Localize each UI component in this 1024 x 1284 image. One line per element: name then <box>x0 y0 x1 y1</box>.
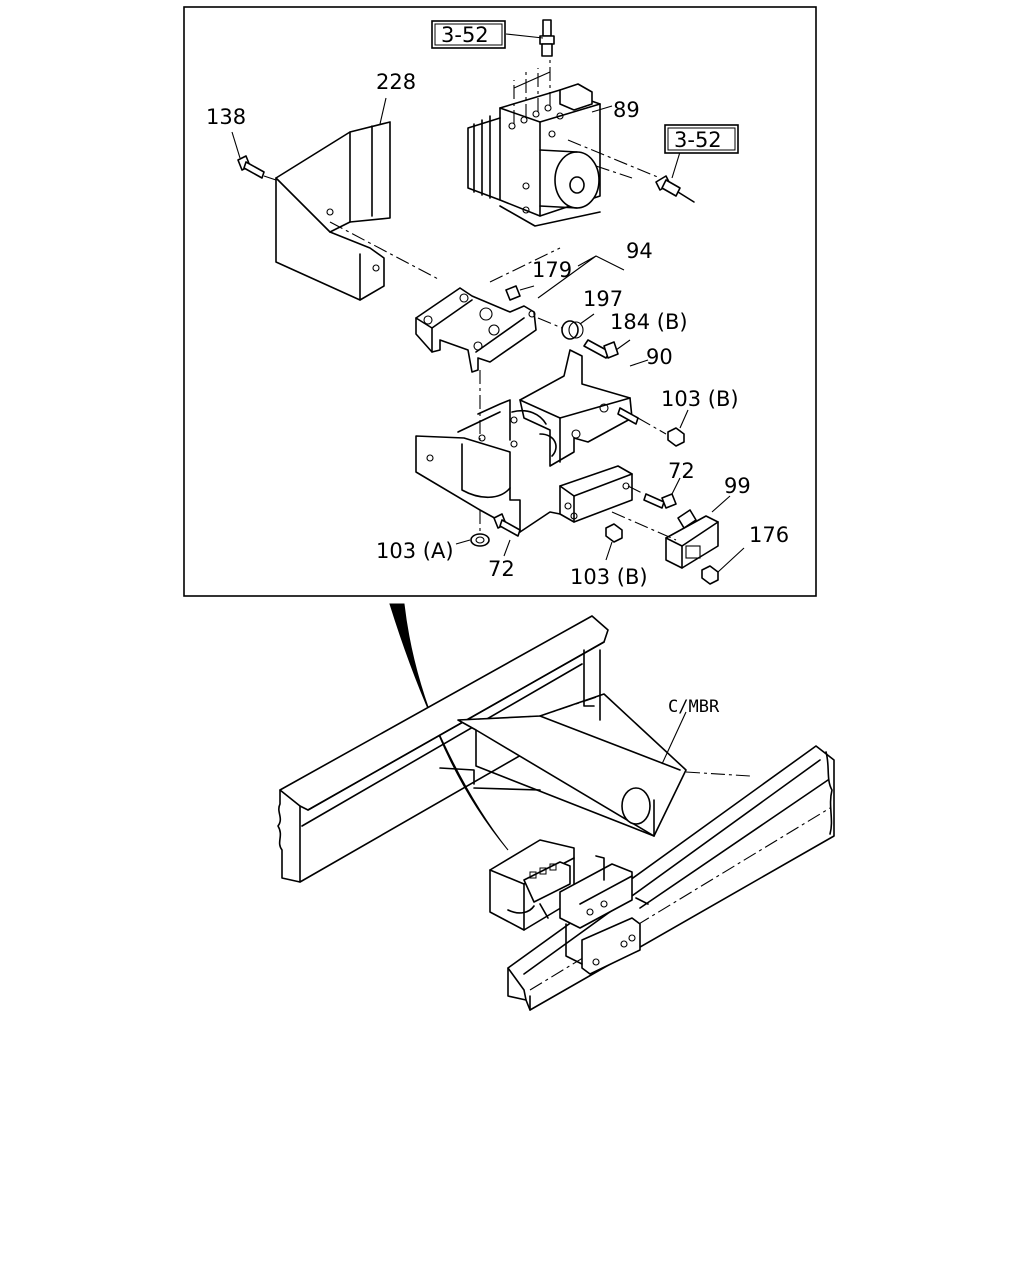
callout-184b: 184 (B) <box>610 310 688 334</box>
callout-176: 176 <box>749 523 789 547</box>
callout-94: 94 <box>626 239 653 263</box>
nut-103b-lower <box>605 523 623 561</box>
nut-176 <box>701 547 745 585</box>
callout-89: 89 <box>613 98 640 122</box>
unit-base-plate <box>499 205 601 227</box>
chassis-frame <box>277 615 835 1011</box>
callout-103a: 103 (A) <box>376 539 454 563</box>
pipe-fitting-top <box>505 19 555 57</box>
nut-103b-upper <box>617 407 689 447</box>
callout-ref-right: 3-52 <box>674 128 722 152</box>
bolt-179 <box>505 285 535 301</box>
callout-ref-top: 3-52 <box>441 23 489 47</box>
callout-197: 197 <box>583 287 623 311</box>
bracket-94 <box>415 247 561 440</box>
callout-138: 138 <box>206 105 246 129</box>
callout-103b-lower: 103 (B) <box>570 565 648 589</box>
callout-72-lower: 72 <box>488 557 515 581</box>
leader-94 <box>537 255 625 299</box>
bushing-197 <box>537 313 595 340</box>
ref-box-right: 3-52 <box>664 124 739 154</box>
pipe-fitting-right <box>655 151 695 203</box>
bracket-90 <box>415 349 649 533</box>
callout-228: 228 <box>376 70 416 94</box>
callout-72-right: 72 <box>668 459 695 483</box>
bolt-184b <box>583 339 631 359</box>
callout-179: 179 <box>532 258 572 282</box>
bolt-72-lower <box>479 510 521 557</box>
callout-90: 90 <box>646 345 673 369</box>
sensor-99 <box>611 495 731 569</box>
bolt-138 <box>231 131 277 181</box>
callout-99: 99 <box>724 474 751 498</box>
cover-mount-line <box>329 221 441 281</box>
detail-frame <box>183 6 817 597</box>
hydraulic-unit-89 <box>467 60 661 217</box>
callout-cmbr: C/MBR <box>668 697 720 717</box>
detail-pointer <box>389 603 509 851</box>
cover-228 <box>275 97 391 301</box>
washer-103a <box>455 533 490 547</box>
bolt-72-right <box>627 477 681 509</box>
callout-103b-upper: 103 (B) <box>661 387 739 411</box>
ref-box-top: 3-52 <box>431 20 506 49</box>
